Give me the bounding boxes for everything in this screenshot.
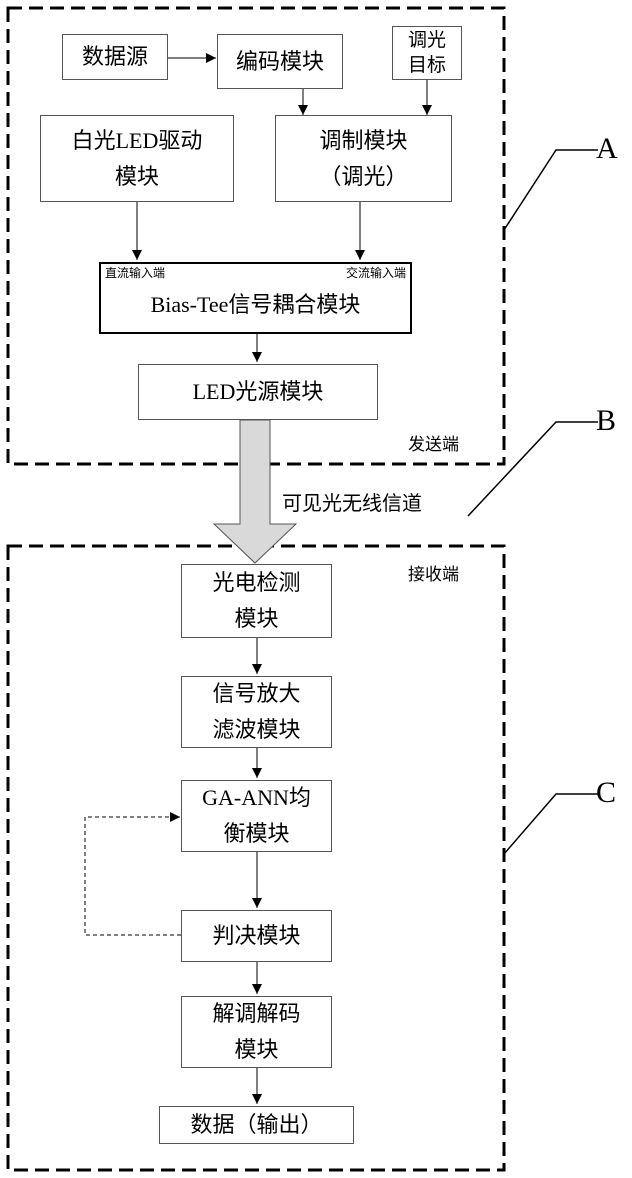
led-source-block: LED光源模块 — [138, 364, 378, 420]
encoder-block: 编码模块 — [217, 34, 343, 89]
dimming-target-block: 调光 目标 — [392, 26, 462, 80]
equalizer-block: GA-ANN均 衡模块 — [181, 780, 332, 852]
callout-leader-c — [504, 794, 598, 854]
output-data-block: 数据（输出） — [159, 1106, 354, 1144]
bias-tee-title: Bias-Tee信号耦合模块 — [101, 290, 410, 320]
callout-leader-a — [504, 150, 598, 230]
callout-leader-b — [468, 422, 598, 516]
photodetector-block: 光电检测 模块 — [181, 564, 332, 638]
decision-block: 判决模块 — [181, 910, 332, 962]
modulator-block: 调制模块 （调光） — [275, 115, 452, 202]
data-source-block: 数据源 — [62, 34, 168, 80]
dc-input-port-label: 直流输入端 — [105, 266, 165, 280]
amp-filter-block: 信号放大 滤波模块 — [181, 676, 332, 748]
receiver-label: 接收端 — [408, 560, 459, 585]
feedback-arrow — [85, 817, 181, 935]
channel-label: 可见光无线信道 — [282, 487, 422, 516]
ac-input-port-label: 交流输入端 — [346, 266, 406, 280]
transmitter-label: 发送端 — [408, 430, 459, 455]
demod-decode-block: 解调解码 模块 — [181, 996, 332, 1068]
callout-b-label: B — [596, 404, 616, 438]
callout-a-label: A — [596, 132, 618, 166]
receiver-boundary — [8, 546, 504, 1170]
callout-c-label: C — [596, 776, 616, 810]
led-driver-block: 白光LED驱动 模块 — [40, 115, 234, 202]
bias-tee-block: 直流输入端 交流输入端 Bias-Tee信号耦合模块 — [99, 262, 412, 334]
